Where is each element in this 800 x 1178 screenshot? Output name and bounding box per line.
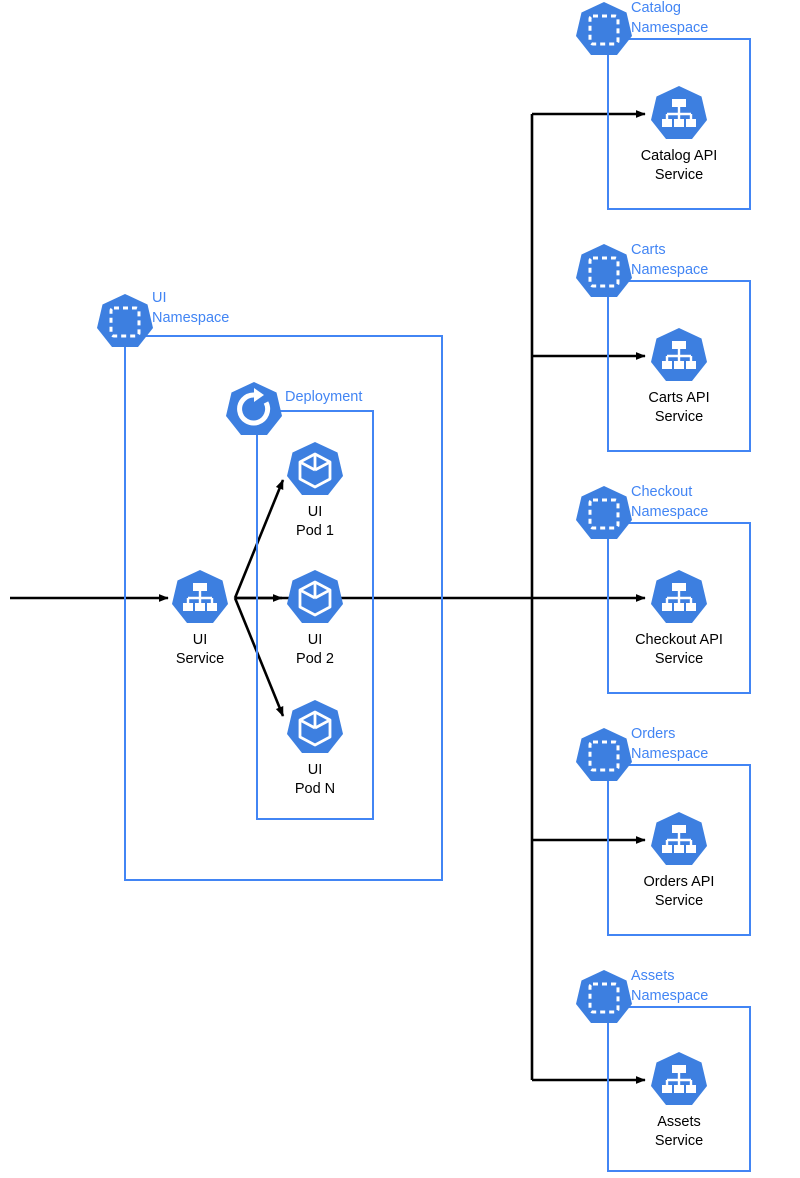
catalog-api-service-icon[interactable] <box>649 84 709 144</box>
ui-pod-n-label: UI Pod N <box>294 762 336 798</box>
assets-namespace-icon[interactable] <box>574 968 634 1028</box>
ui-namespace-box <box>124 335 443 881</box>
ui-pod-2-icon[interactable] <box>285 568 345 628</box>
ui-service-icon[interactable] <box>170 568 230 628</box>
assets-namespace-label: Assets Namespace <box>631 968 709 1004</box>
orders-api-service-icon[interactable] <box>649 810 709 870</box>
catalog-namespace-icon[interactable] <box>574 0 634 60</box>
ui-pod-n-icon[interactable] <box>285 698 345 758</box>
carts-namespace-icon[interactable] <box>574 242 634 302</box>
assets-service-label: Assets Service <box>654 1114 704 1150</box>
ui-deployment-box <box>256 410 374 820</box>
carts-namespace-box <box>607 280 751 452</box>
carts-namespace-label: Carts Namespace <box>631 242 709 278</box>
assets-namespace-box <box>607 1006 751 1172</box>
catalog-api-service-label: Catalog API Service <box>640 148 718 184</box>
ui-pod-1-label: UI Pod 1 <box>296 504 334 540</box>
assets-service-icon[interactable] <box>649 1050 709 1110</box>
orders-namespace-box <box>607 764 751 936</box>
ui-namespace-label: UI Namespace <box>152 290 230 326</box>
ui-service-label: UI Service <box>175 632 225 668</box>
ui-pod-1-icon[interactable] <box>285 440 345 500</box>
ui-pod-2-label: UI Pod 2 <box>296 632 334 668</box>
catalog-namespace-label: Catalog Namespace <box>631 0 709 36</box>
deployment-icon[interactable] <box>224 380 284 440</box>
carts-api-service-label: Carts API Service <box>648 390 710 426</box>
deployment-label: Deployment <box>285 389 363 405</box>
checkout-namespace-box <box>607 522 751 694</box>
checkout-namespace-icon[interactable] <box>574 484 634 544</box>
catalog-namespace-box <box>607 38 751 210</box>
checkout-api-service-icon[interactable] <box>649 568 709 628</box>
orders-api-service-label: Orders API Service <box>643 874 715 910</box>
orders-namespace-label: Orders Namespace <box>631 726 709 762</box>
checkout-api-service-label: Checkout API Service <box>635 632 723 668</box>
ui-namespace-icon[interactable] <box>95 292 155 352</box>
checkout-namespace-label: Checkout Namespace <box>631 484 709 520</box>
carts-api-service-icon[interactable] <box>649 326 709 386</box>
orders-namespace-icon[interactable] <box>574 726 634 786</box>
